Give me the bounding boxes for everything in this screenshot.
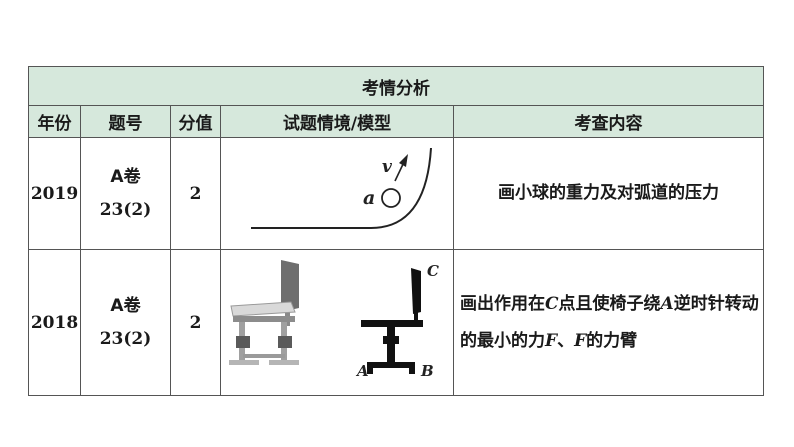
- point-a: A: [660, 293, 674, 314]
- paper-label: A卷: [110, 295, 141, 316]
- table-title: 考情分析: [27, 66, 765, 106]
- content-text: 逆时针转动的最小的力: [460, 293, 759, 351]
- question-number: 23(2): [99, 199, 152, 220]
- exam-analysis-table: 考情分析 年份 题号 分值 试题情境/模型 考查内容 2019 A卷 23(2)…: [27, 66, 765, 396]
- model-base: [367, 362, 415, 368]
- scenario-cell: C A B: [220, 249, 454, 396]
- question-cell: A卷 23(2): [80, 249, 171, 396]
- content-cell: 画小球的重力及对弧道的压力: [452, 137, 765, 250]
- table-title-row: 考情分析: [27, 66, 765, 106]
- header-score: 分值: [170, 105, 221, 138]
- model-foot-b: [409, 368, 415, 374]
- table-header-row: 年份 题号 分值 试题情境/模型 考查内容: [28, 105, 765, 138]
- label-c: C: [427, 262, 439, 280]
- score-cell: 2: [170, 137, 221, 250]
- question-cell: A卷 23(2): [80, 137, 171, 250]
- chair-foot: [229, 360, 259, 365]
- table-row: 2018 A卷 23(2) 2: [28, 249, 765, 396]
- label-b: B: [420, 362, 434, 380]
- seat-frame: [233, 316, 295, 322]
- question-number: 23(2): [99, 328, 152, 349]
- chair-diagrams: C A B: [229, 260, 439, 380]
- model-backrest-post: [414, 312, 418, 322]
- header-scenario: 试题情境/模型: [220, 105, 454, 138]
- force-f: F: [574, 330, 587, 351]
- model-column: [387, 327, 395, 363]
- year-cell: 2019: [28, 137, 81, 250]
- content-text: 的力臂: [586, 330, 638, 351]
- content-text: 点且使椅子绕: [558, 293, 661, 314]
- height-clamp: [278, 336, 292, 348]
- chair-seat: [230, 301, 296, 317]
- force-f: F: [545, 330, 558, 351]
- table-row: 2019 A卷 23(2) 2 v a 画小球的重力及对弧道的压力: [28, 137, 765, 250]
- velocity-label: v: [382, 157, 393, 177]
- model-seat: [361, 320, 423, 327]
- model-clamp: [383, 336, 399, 344]
- paper-label: A卷: [110, 166, 141, 187]
- model-foot-a: [367, 368, 373, 374]
- label-a: A: [355, 362, 369, 380]
- ball-icon: [381, 188, 401, 208]
- point-c: C: [545, 293, 559, 314]
- header-question: 题号: [80, 105, 171, 138]
- chair-foot: [269, 360, 299, 365]
- content-text: 、: [557, 330, 575, 351]
- content-text: 画出作用在: [460, 293, 545, 314]
- content-cell: 画出作用在C点且使椅子绕A逆时针转动的最小的力F、F的力臂: [452, 249, 765, 396]
- chair-model: C A B: [355, 262, 439, 380]
- score-cell: 2: [170, 249, 221, 396]
- chair-backrest: [281, 260, 299, 312]
- foot-bar: [243, 354, 285, 358]
- arc-track: [251, 147, 432, 229]
- scenario-cell: v a: [220, 137, 454, 250]
- point-label: a: [363, 187, 375, 209]
- year-cell: 2018: [28, 249, 81, 396]
- header-year: 年份: [28, 105, 81, 138]
- header-content: 考查内容: [452, 105, 765, 138]
- chair-photo: [229, 260, 299, 365]
- model-backrest: [411, 268, 421, 314]
- arrow-head-icon: [399, 154, 408, 167]
- arc-track-diagram: v a: [251, 147, 432, 229]
- height-clamp: [236, 336, 250, 348]
